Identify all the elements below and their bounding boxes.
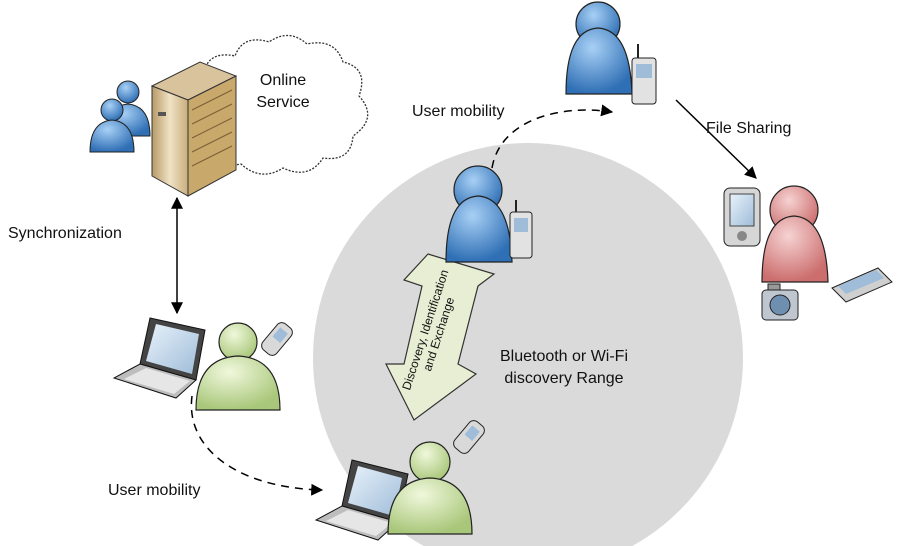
server-icon [150, 61, 238, 197]
file-sharing-arrow [675, 99, 757, 179]
scanner-icon [831, 267, 893, 303]
user-mobility-label-top: User mobility [412, 103, 505, 120]
camera-icon [761, 283, 799, 321]
user-icon [761, 185, 829, 283]
discovery-range-label: Bluetooth or Wi-Fi discovery Range [499, 348, 629, 387]
file-sharing-label: File Sharing [706, 120, 792, 137]
user-mobility-arrow-top [491, 104, 614, 169]
exchange-arrow [385, 253, 496, 421]
user-icon [565, 1, 633, 95]
user-mobility-arrow-bottom [190, 395, 324, 496]
synchronization-label: Synchronization [8, 225, 122, 242]
user-icon [445, 165, 513, 263]
user-mobility-label-bottom: User mobility [108, 482, 201, 499]
online-service-cloud [199, 34, 369, 175]
online-service-label: Online Service [256, 72, 310, 111]
laptop-icon [112, 317, 206, 399]
phone-icon [509, 200, 533, 259]
phone-icon [453, 420, 485, 454]
pda-icon [723, 187, 761, 247]
user-icon [387, 441, 473, 535]
user-icon [195, 322, 281, 411]
phone-icon [631, 44, 657, 105]
phone-icon [261, 322, 293, 356]
users-icon [89, 80, 151, 153]
